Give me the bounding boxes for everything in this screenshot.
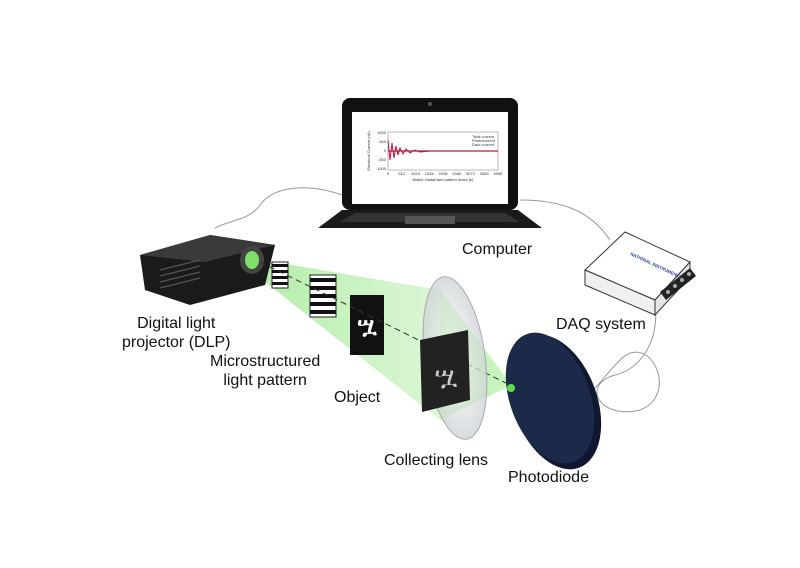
ytick: -1000 xyxy=(376,166,387,171)
object-mask: ሧ xyxy=(350,295,384,355)
legend-item: Total current xyxy=(472,134,495,139)
xtick: 2560 xyxy=(452,171,462,176)
cable-computer-daq xyxy=(519,199,611,241)
screen-xlabel: Walsh-Hadamard pattern index (k) xyxy=(413,177,475,182)
cable-computer-projector xyxy=(214,187,346,229)
legend-item: Photocurrent xyxy=(472,138,496,143)
label-pattern-line2: light pattern xyxy=(223,372,307,389)
cable-daq-photodiode xyxy=(574,304,660,413)
label-computer: Computer xyxy=(462,241,533,258)
xtick: 4096 xyxy=(494,171,504,176)
ytick: 0 xyxy=(384,148,387,153)
label-dlp-line1: Digital light xyxy=(137,315,216,332)
xtick: 512 xyxy=(398,171,405,176)
label-dlp: Digital light projector (DLP) xyxy=(122,314,230,352)
label-photodiode: Photodiode xyxy=(508,469,589,486)
light-pattern-2 xyxy=(309,274,337,318)
laptop xyxy=(318,98,542,228)
svg-text:ሧ: ሧ xyxy=(357,314,377,339)
xtick: 3584 xyxy=(480,171,490,176)
screen-ylabel: Electrical Current (nA) xyxy=(366,131,371,171)
signal-trace xyxy=(387,139,431,161)
object-image: ሧ xyxy=(420,330,470,412)
label-lens: Collecting lens xyxy=(384,452,489,469)
legend-item: Dark current xyxy=(472,142,495,147)
label-pattern: Microstructured light pattern xyxy=(210,352,320,390)
ytick: 500 xyxy=(379,139,386,144)
xtick: 0 xyxy=(387,171,390,176)
daq-device: NATIONAL INSTRUMENTS xyxy=(584,231,696,317)
label-daq: DAQ system xyxy=(556,316,646,333)
label-object: Object xyxy=(334,389,381,406)
ytick: -500 xyxy=(378,157,387,162)
light-pattern-1 xyxy=(271,261,289,289)
svg-text:ሧ: ሧ xyxy=(435,362,458,392)
projector xyxy=(140,235,275,305)
ytick: 1000 xyxy=(377,130,387,135)
xtick: 1024 xyxy=(411,171,421,176)
xtick: 2048 xyxy=(439,171,449,176)
label-pattern-line1: Microstructured xyxy=(210,353,321,370)
xtick: 1536 xyxy=(425,171,435,176)
xtick: 3072 xyxy=(466,171,476,176)
label-dlp-line2: projector (DLP) xyxy=(122,334,231,351)
photodiode xyxy=(505,332,602,470)
